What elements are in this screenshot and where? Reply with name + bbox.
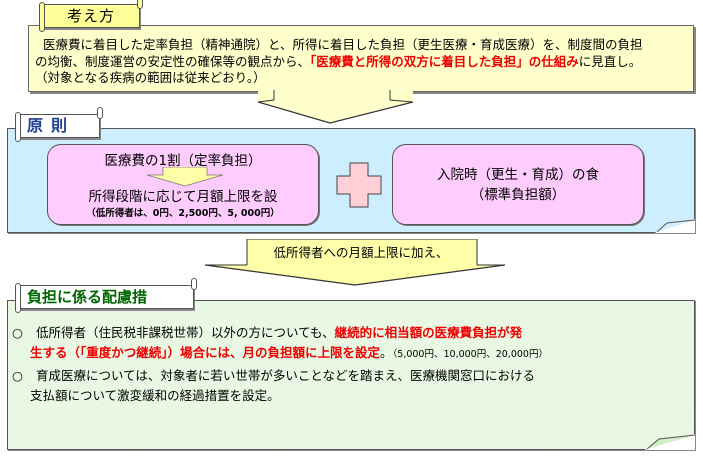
down-arrow-icon: [146, 167, 224, 187]
page-curl-icon: [655, 219, 695, 233]
page-curl-icon: [645, 434, 695, 450]
low-income-cap-note: （低所得者は、0円、2,500円、5, 000円）: [86, 208, 280, 219]
measure-2-text-cont: 支払額について激変緩和の経過措置を設定。: [30, 388, 280, 403]
down-arrow-icon: [258, 88, 414, 124]
measure-1-period: 。: [380, 345, 393, 360]
measure-1-highlight: 継続的に相当額の医療費負担が発: [334, 325, 523, 340]
callout-text: 低所得者への月額上限に加え、: [273, 245, 449, 260]
measure-1-highlight-cont: 生する（「重度かつ継続」）場合には、月の負担額に上限を設定: [30, 345, 381, 360]
measures-title-scroll: 負担に係る配慮措: [15, 278, 197, 313]
concept-line-2-prefix: の均衡、制度運営の安定性の確保等の観点から、: [35, 53, 311, 69]
measure-item: ○ 育成医療については、対象者に若い世帯が多いことなどを踏まえ、医療機関窓口におけ…: [12, 366, 535, 406]
concept-title-scroll: 考え方: [39, 0, 143, 32]
measure-item: ○ 低所得者（住民税非課税世帯）以外の方についても、継続的に相当額の医療費負担が発…: [12, 323, 548, 365]
plus-icon: [336, 162, 382, 208]
principle-title: 原則: [27, 116, 76, 135]
bullet-marker: ○: [12, 368, 23, 383]
measures-title: 負担に係る配慮措: [27, 288, 148, 306]
concept-title: 考え方: [66, 7, 115, 25]
fixed-rate-title: 医療費の1割（定率負担）: [104, 153, 262, 169]
principle-title-scroll: 原則: [15, 107, 103, 142]
concept-highlight: 「医療費と所得の双方に着目した負担」の仕組み: [310, 53, 579, 69]
concept-line-2-suffix: に見直し。: [578, 53, 642, 69]
concept-box: 医療費に着目した定率負担（精神通院）と、所得に着目した負担（更生医療・育成医療）…: [28, 25, 694, 92]
monthly-cap-text: 所得段階に応じて月額上限を設: [88, 189, 278, 205]
concept-line-3: （対象となる疾病の範囲は従来どおり。）: [35, 70, 266, 85]
fixed-rate-burden-box: 医療費の1割（定率負担） 所得段階に応じて月額上限を設 （低所得者は、0円、2,…: [47, 144, 319, 225]
callout-arrow: [205, 239, 505, 286]
hospital-meal-line-2: （標準負担額）: [470, 187, 566, 203]
measures-box: [7, 300, 695, 450]
cap-amounts-note: （5,000円、10,000円、20,000円）: [392, 349, 548, 360]
measure-2-text: 育成医療については、対象者に若い世帯が多いことなどを踏まえ、医療機関窓口における: [36, 368, 536, 383]
bullet-marker: ○: [12, 325, 23, 340]
measure-1-text: 低所得者（住民税非課税世帯）以外の方についても、: [36, 325, 335, 340]
concept-text: 医療費に着目した定率負担（精神通院）と、所得に着目した負担（更生医療・育成医療）…: [35, 37, 687, 87]
concept-line-1: 医療費に着目した定率負担（精神通院）と、所得に着目した負担（更生医療・育成医療）…: [42, 37, 643, 52]
hospital-meal-line-1: 入院時（更生・育成）の食: [437, 167, 599, 183]
hospital-meal-box: 入院時（更生・育成）の食 （標準負担額）: [392, 144, 644, 225]
